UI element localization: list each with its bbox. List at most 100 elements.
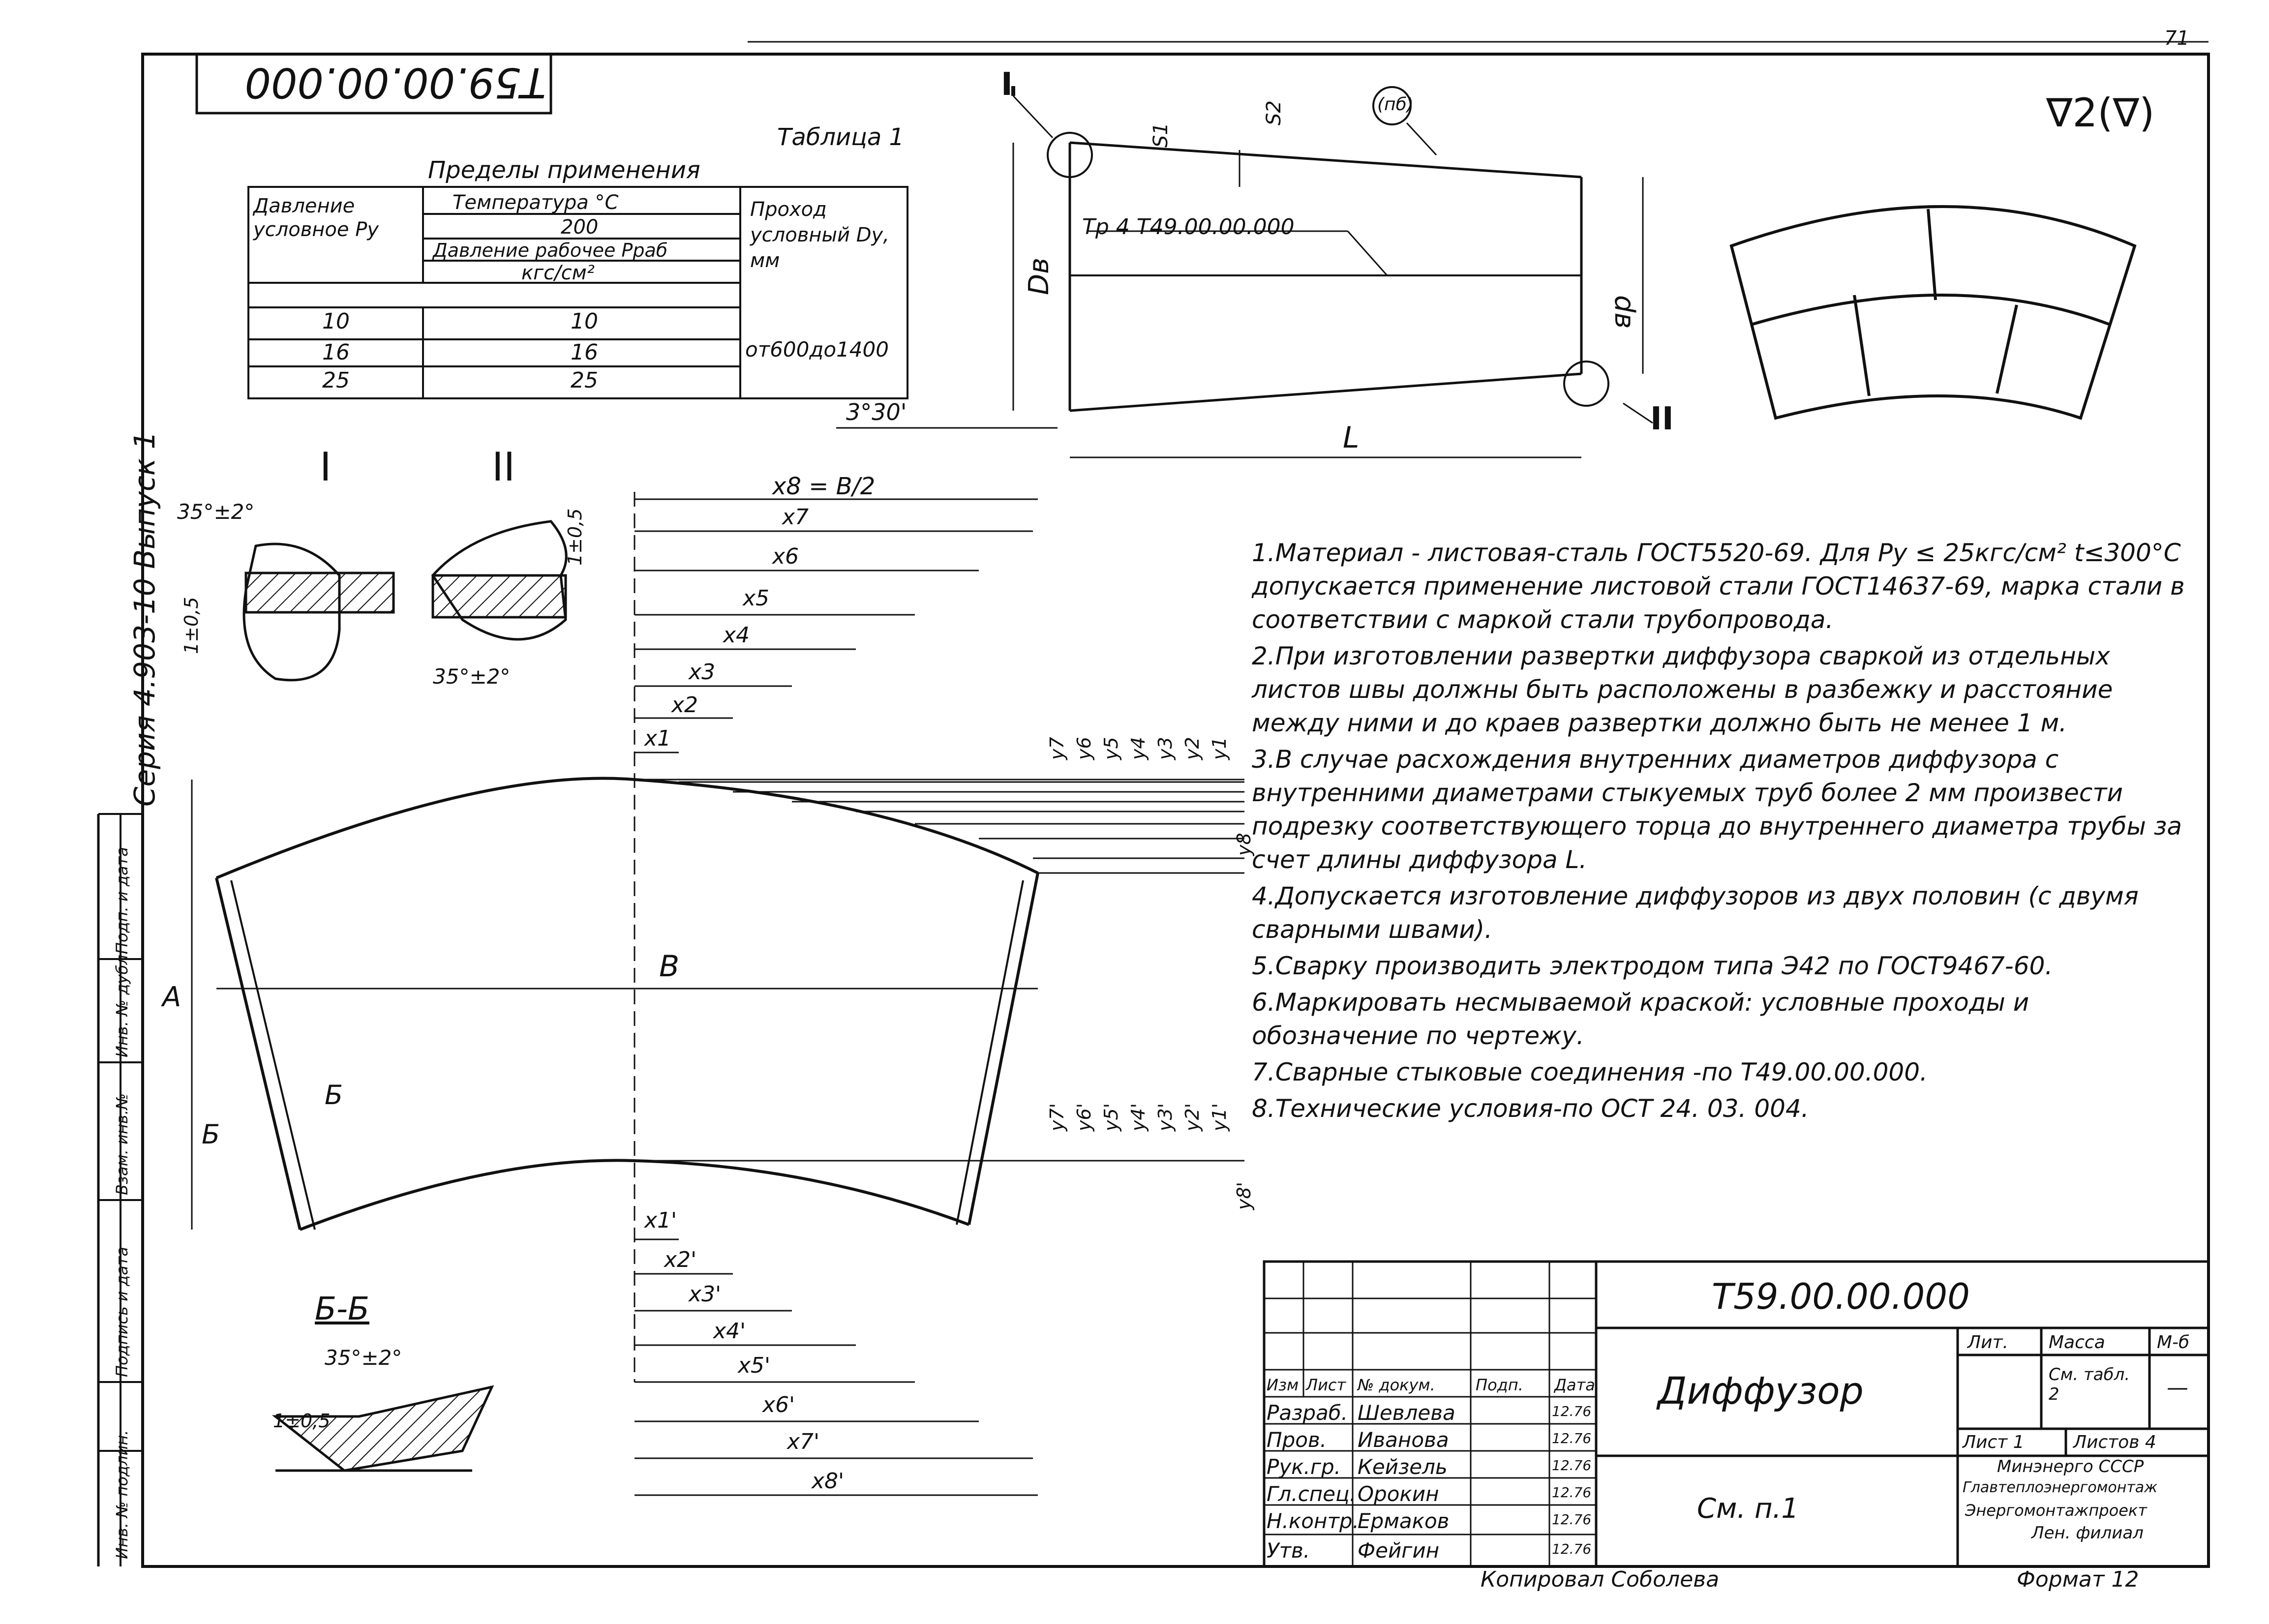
stamp-name: Диффузор: [1658, 1369, 1864, 1413]
stamp-role-3: Рук.гр.: [1267, 1455, 1341, 1479]
x-bot-7: x7': [787, 1429, 820, 1454]
development-pattern: [191, 492, 1039, 1382]
stamp-org-1: Минэнерго СССР: [1997, 1457, 2144, 1476]
stamp-person-4: Орокин: [1358, 1482, 1439, 1506]
stamp-scale-head: М-б: [2157, 1332, 2190, 1353]
stamp-col-sign: Подп.: [1476, 1376, 1523, 1394]
stamp-code: Т59.00.00.000: [1712, 1276, 1970, 1317]
sheet-frame: [141, 53, 2210, 1568]
stamp-role-4: Гл.спец.: [1267, 1482, 1356, 1506]
section-mark-left: Б: [202, 1119, 220, 1150]
cone-view: [836, 86, 1653, 458]
strip-label-5: Подп. и дата: [113, 847, 131, 954]
x-top-4: x4: [723, 623, 750, 648]
note-6: 6.Маркировать несмываемой краской: услов…: [1252, 988, 2029, 1050]
detail-I-gap: 1±0,5: [181, 597, 202, 654]
y-bot-1: y1': [1209, 1103, 1230, 1131]
y-bot-4: y4': [1127, 1103, 1149, 1131]
stamp-person-3: Кейзель: [1358, 1455, 1448, 1479]
table1-head-pressure: Давление условное Ру: [253, 195, 379, 241]
y-top-1: y1: [1209, 737, 1230, 760]
strip-label-4: Инв. № дубл.: [113, 950, 131, 1057]
section-gap: 1±0,5: [273, 1410, 331, 1432]
stamp-person-2: Иванова: [1358, 1428, 1449, 1452]
y-bot-8: y8': [1233, 1181, 1255, 1210]
dim-Dv: Dв: [1023, 257, 1055, 295]
x-bot-2: x2': [664, 1247, 697, 1272]
table1-title: Пределы применения: [428, 156, 700, 184]
dim-B: B: [659, 949, 680, 984]
x-top-7: x7: [782, 505, 809, 530]
y-top-3: y3: [1154, 737, 1176, 760]
y-top-5: y5: [1100, 737, 1122, 760]
table1-caption: Таблица 1: [777, 123, 905, 151]
stamp-date-6: 12.76: [1552, 1541, 1592, 1557]
y-bot-6: y6': [1073, 1103, 1095, 1131]
table1-prab-0: 10: [571, 309, 598, 334]
x-bot-4: x4': [713, 1319, 746, 1344]
strip-label-3: Взам. инв.№: [113, 1093, 131, 1195]
format-label: Формат 12: [2017, 1567, 2139, 1592]
note-3: 3.В случае расхождения внутренних диамет…: [1252, 745, 2182, 874]
weld-ref: Тр 4 Т49.00.00.000: [1082, 214, 1295, 240]
table1-py-2: 25: [322, 368, 350, 393]
stamp-role-6: Утв.: [1267, 1538, 1310, 1563]
dim-L: L: [1343, 421, 1360, 455]
stamp-role-2: Пров.: [1267, 1428, 1327, 1452]
y-bot-2: y2': [1181, 1103, 1203, 1131]
detail-I-mark: I: [1001, 66, 1013, 103]
weld-circle-label: (пб): [1377, 94, 1414, 115]
table1-passage-value: от600до1400: [745, 337, 889, 361]
y-bot-5: y5': [1100, 1103, 1122, 1131]
x-bot-5: x5': [738, 1353, 771, 1378]
x-top-1: x1: [644, 726, 671, 751]
section-angle: 35°±2°: [325, 1346, 402, 1370]
stamp-col-doc: № докум.: [1358, 1376, 1435, 1394]
y-top-6: y6: [1073, 737, 1095, 760]
table1-head-temp-val: 200: [561, 216, 599, 239]
table1-py-1: 16: [322, 340, 350, 365]
detail-I-title: I: [320, 444, 332, 490]
y-top-4: y4: [1127, 737, 1149, 760]
x-top-2: x2: [671, 692, 698, 718]
x-bot-3: x3': [689, 1282, 722, 1307]
stamp-org-3: Энергомонтажпроект: [1965, 1501, 2147, 1520]
stamp-org-2: Главтеплоэнергомонтаж: [1963, 1479, 2158, 1496]
technical-notes: 1.Материал - листовая-сталь ГОСТ5520-69.…: [1252, 536, 2191, 1128]
y-bot-7: y7': [1046, 1103, 1068, 1131]
roughness-symbol: ∇2(∇): [2046, 90, 2155, 136]
note-8: 8.Технические условия-по ОСТ 24. 03. 004…: [1252, 1094, 1809, 1123]
stamp-person-6: Фейгин: [1358, 1538, 1440, 1563]
y-bot-3: y3': [1154, 1103, 1176, 1131]
stamp-person-1: Шевлева: [1358, 1401, 1455, 1425]
table1-head-work-pressure: Давление рабочее Рраб: [433, 240, 668, 261]
x-bot-1: x1': [644, 1208, 677, 1233]
stamp-lit-head: Лит.: [1967, 1332, 2008, 1353]
detail-II-angle: 35°±2°: [433, 664, 511, 689]
note-7: 7.Сварные стыковые соединения -по Т49.00…: [1252, 1058, 1928, 1086]
sheet-number: 71: [2164, 27, 2189, 50]
strip-label-1: Инв. № подлин.: [113, 1430, 131, 1559]
stamp-date-5: 12.76: [1552, 1511, 1592, 1528]
x-bot-6: x6': [762, 1392, 795, 1417]
note-2: 2.При изготовлении развертки диффузора с…: [1252, 642, 2113, 737]
note-1: 1.Материал - листовая-сталь ГОСТ5520-69.…: [1252, 539, 2185, 634]
stamp-role-5: Н.контр.: [1267, 1509, 1359, 1533]
angle-330: 3°30': [846, 399, 907, 425]
stamp-date-3: 12.76: [1552, 1457, 1592, 1474]
stamp-date-1: 12.76: [1552, 1403, 1592, 1419]
doc-code-top: Т59.00.00.000: [244, 59, 546, 107]
detail-II-mark: II: [1650, 401, 1674, 437]
y-top-2: y2: [1181, 737, 1203, 760]
stamp-mass-head: Масса: [2049, 1332, 2105, 1353]
stamp-date-2: 12.76: [1552, 1430, 1592, 1446]
table1-py-0: 10: [322, 309, 350, 334]
stamp-org-4: Лен. филиал: [2031, 1523, 2144, 1543]
detail-II-gap: 1±0,5: [564, 508, 586, 566]
y-top-8: y8: [1233, 833, 1255, 856]
x-bot-8: x8': [812, 1469, 845, 1494]
copied-by: Копировал Соболева: [1481, 1567, 1720, 1592]
table1-head-temp: Температура °С: [453, 191, 619, 214]
stamp-col-date: Дата: [1554, 1376, 1595, 1394]
